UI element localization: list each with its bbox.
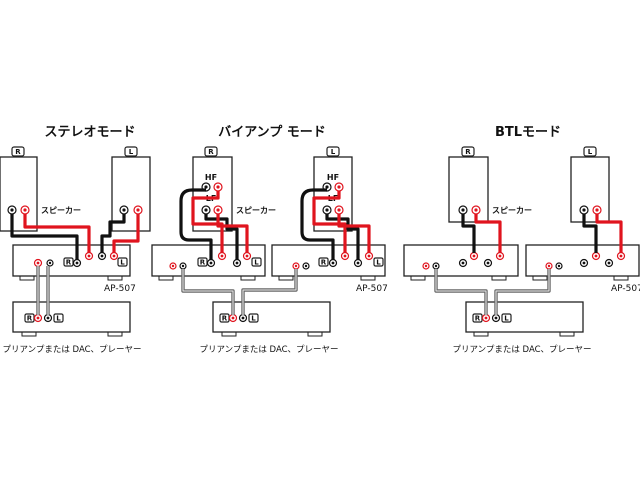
cable-positive [474,214,502,253]
biamp-amplifier-left: R L [271,244,386,281]
stereo-source-caption: プリアンプまたは DAC、プレーヤー [2,345,141,355]
cable-negative [325,214,360,260]
biamp-source-device: R L [212,301,331,337]
svg-text:L: L [56,315,61,323]
svg-text:R: R [27,315,33,323]
svg-text:L: L [588,148,593,156]
cable-positive [191,191,224,253]
hf-label: HF [205,173,217,182]
btl-source-device: R L [465,301,584,337]
cable-positive [312,191,347,253]
speaker-left-badge: L [129,148,134,156]
cable-positive [595,214,623,253]
svg-text:R: R [321,259,327,267]
svg-text:L: L [254,259,259,267]
cable-negative [204,214,239,260]
speaker-right: R [0,146,38,232]
svg-text:R: R [465,148,471,156]
biamp-speaker-label: スピーカー [236,205,276,215]
svg-text:L: L [376,259,381,267]
biamp-mode-title: バイアンプ モード [218,125,326,140]
stereo-source-device: R L [12,301,131,337]
cable-negative [100,214,126,253]
cable-negative [300,188,335,260]
biamp-mode-panel: バイアンプ モード R HF LF スピーカー L HF LF [151,125,388,355]
svg-text:R: R [475,315,481,323]
btl-mode-title: BTLモード [495,125,561,140]
svg-text:R: R [66,259,72,267]
biamp-amplifier-right: R L [151,244,266,281]
stereo-speaker-label: スピーカー [41,205,81,215]
biamp-source-caption: プリアンプまたは DAC、プレーヤー [199,345,338,355]
cable-positive [112,214,140,253]
speaker-left: L [111,146,151,232]
biamp-model-label: AP-507 [356,284,388,294]
cable-negative [179,188,213,260]
speaker-right: R [448,146,489,223]
btl-source-caption: プリアンプまたは DAC、プレーヤー [452,345,591,355]
svg-text:HF: HF [327,173,339,182]
cable-positive [23,214,91,253]
stereo-mode-panel: ステレオモード R スピーカー L R [0,125,151,355]
cable-negative [461,214,476,253]
btl-mode-panel: BTLモード R スピーカー L [403,125,640,355]
stereo-mode-title: ステレオモード [44,125,135,140]
speaker-left: L [570,146,610,223]
cable-positive [216,214,249,253]
stereo-model-label: AP-507 [104,284,136,294]
svg-text:L: L [120,259,125,267]
btl-speaker-label: スピーカー [492,205,532,215]
svg-text:L: L [331,148,336,156]
svg-text:L: L [504,315,509,323]
speaker-right-badge: R [15,148,21,156]
svg-text:R: R [222,315,228,323]
stereo-amplifier: R L [12,244,131,281]
svg-text:R: R [200,259,206,267]
cable-negative [10,214,79,260]
btl-model-label: AP-507 [611,284,640,294]
svg-text:L: L [251,315,256,323]
cable-positive [337,214,371,253]
cable-negative [582,214,598,253]
svg-text:R: R [208,148,214,156]
